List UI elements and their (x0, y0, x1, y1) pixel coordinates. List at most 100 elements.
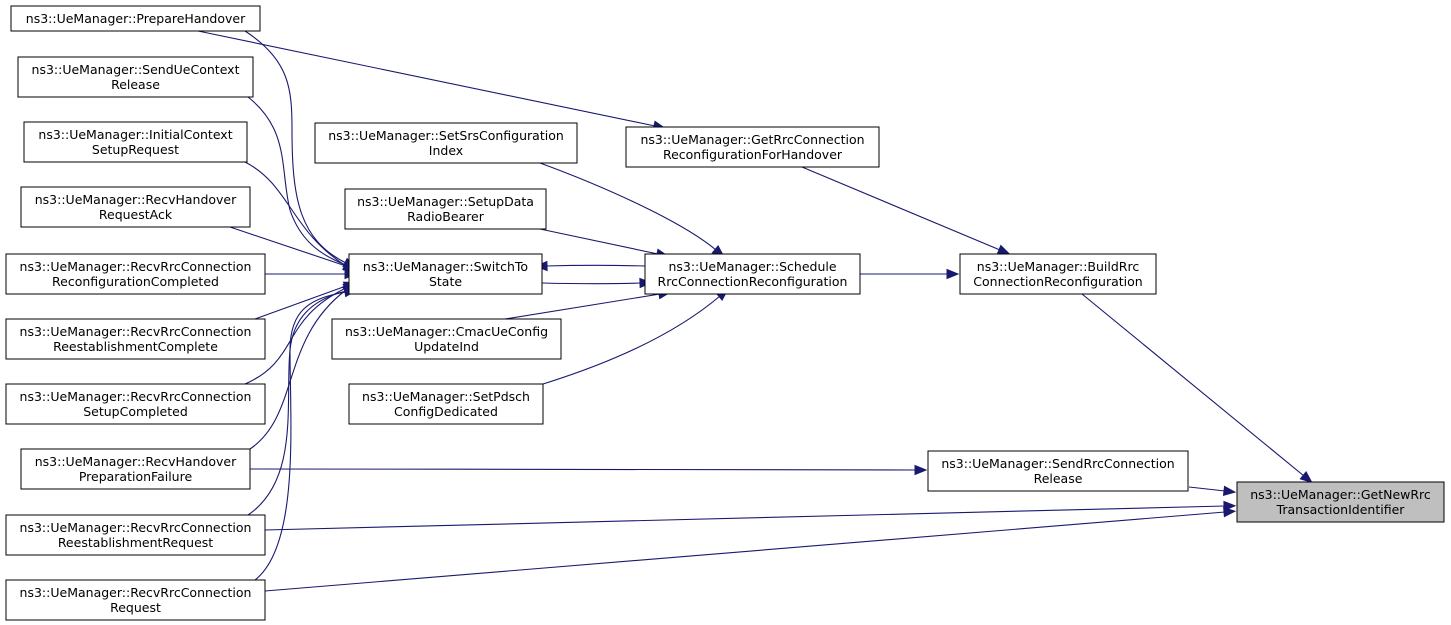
node-label-line: ns3::UeManager::RecvRrcConnection (20, 259, 252, 274)
node-box (625, 126, 880, 168)
node-recv-rrc-reest-complete[interactable]: ns3::UeManager::RecvRrcConnectionReestab… (5, 318, 266, 360)
node-label-line: Release (111, 77, 160, 92)
node-layer: ns3::UeManager::PrepareHandoverns3::UeMa… (5, 5, 1445, 621)
node-label-line: ns3::UeManager::RecvRrcConnection (20, 585, 252, 600)
node-label-line: ns3::UeManager::RecvRrcConnection (20, 520, 252, 535)
edge-set_pdsch_config_dedicated-to-schedule_rrc_reconf (542, 288, 729, 385)
node-label-line: ns3::UeManager::SetupData (357, 194, 534, 209)
node-box (959, 253, 1157, 295)
edge-line (244, 161, 347, 267)
arrowhead (914, 464, 928, 476)
node-label-line: ConfigDedicated (394, 404, 498, 419)
node-box (5, 579, 266, 621)
edge-recv_handover_prep_failure-to-send_rrc_connection_release (249, 464, 928, 476)
edge-line (541, 282, 642, 285)
node-label-line: Request (110, 600, 161, 615)
arrowhead (996, 244, 1011, 255)
node-label-line: RrcConnectionReconfiguration (658, 274, 848, 289)
edge-line (264, 505, 1226, 531)
node-label-line: ns3::UeManager::SendUeContext (32, 62, 240, 77)
node-schedule-rrc-reconf[interactable]: ns3::UeManager::ScheduleRrcConnectionRec… (644, 253, 861, 295)
node-label-line: ns3::UeManager::GetRrcConnection (640, 132, 864, 147)
node-label-line: ReestablishmentComplete (53, 339, 218, 354)
edge-recv_rrc_reconf_completed-to-switch_to_state (265, 268, 358, 280)
node-label-line: ns3::UeManager::SendRrcConnection (941, 456, 1174, 471)
edge-line (197, 30, 656, 127)
edge-line (229, 226, 347, 267)
edge-line (1081, 293, 1305, 477)
node-recv-rrc-setup-completed[interactable]: ns3::UeManager::RecvRrcConnectionSetupCo… (5, 383, 266, 425)
node-initial-context-setup-request[interactable]: ns3::UeManager::InitialContextSetupReque… (23, 121, 248, 163)
node-label-line: ns3::UeManager::RecvRrcConnection (20, 324, 252, 339)
node-get-new-rrc-transaction-id[interactable]: ns3::UeManager::GetNewRrcTransactionIden… (1236, 481, 1445, 523)
node-get-rrc-reconf-for-handover[interactable]: ns3::UeManager::GetRrcConnectionReconfig… (625, 126, 880, 168)
node-label-line: ns3::UeManager::RecvHandover (35, 192, 237, 207)
node-label-line: UpdateInd (414, 339, 479, 354)
edge-line (539, 162, 717, 251)
arrowhead (1299, 470, 1313, 484)
node-label-line: ns3::UeManager::InitialContext (38, 127, 232, 142)
node-box (20, 186, 251, 228)
node-box (348, 383, 544, 425)
node-label-line: ns3::UeManager::RecvRrcConnection (20, 389, 252, 404)
node-label-line: ns3::UeManager::BuildRrc (977, 259, 1140, 274)
node-box (344, 188, 547, 230)
node-label-line: ns3::UeManager::SwitchTo (363, 259, 528, 274)
node-label-line: RequestAck (99, 207, 173, 222)
node-label-line: TransactionIdentifier (1276, 502, 1406, 517)
node-box (331, 318, 562, 360)
edge-line (542, 295, 721, 385)
node-box (644, 253, 861, 295)
node-recv-rrc-reconf-completed[interactable]: ns3::UeManager::RecvRrcConnectionReconfi… (5, 253, 266, 295)
edge-line (254, 285, 347, 320)
edge-line (247, 290, 347, 516)
edge-schedule_rrc_reconf-to-switch_to_state (534, 260, 646, 272)
node-recv-handover-prep-failure[interactable]: ns3::UeManager::RecvHandoverPreparationF… (20, 448, 251, 490)
arrowhead (946, 268, 960, 280)
edge-line (249, 468, 917, 471)
edge-line (504, 293, 661, 320)
node-recv-rrc-reest-request[interactable]: ns3::UeManager::RecvRrcConnectionReestab… (5, 514, 266, 556)
edge-set_srs_configuration_index-to-schedule_rrc_reconf (539, 162, 725, 258)
node-label-line: RadioBearer (407, 209, 485, 224)
node-box (1236, 481, 1445, 523)
edge-get_rrc_reconf_for_handover-to-build_rrc_reconf (801, 166, 1011, 255)
node-box (5, 318, 266, 360)
node-box (23, 121, 248, 163)
node-label-line: SetupRequest (92, 142, 179, 157)
node-label-line: ReconfigurationCompleted (52, 274, 219, 289)
node-label-line: ns3::UeManager::Schedule (668, 259, 836, 274)
node-label-line: ns3::UeManager::GetNewRrc (1250, 487, 1431, 502)
node-label-line: ns3::UeManager::CmacUeConfig (345, 324, 548, 339)
edge-layer (197, 30, 1313, 592)
node-label-line: SetupCompleted (83, 404, 188, 419)
node-box (927, 450, 1189, 492)
node-box (20, 448, 251, 490)
node-label-line: ns3::UeManager::RecvHandover (35, 454, 237, 469)
node-box (17, 56, 254, 98)
node-label-line: Index (429, 143, 463, 158)
edge-line (801, 166, 1001, 251)
edge-line (249, 289, 347, 450)
edge-line (247, 96, 347, 266)
node-build-rrc-reconf[interactable]: ns3::UeManager::BuildRrcConnectionReconf… (959, 253, 1157, 295)
node-label-line: PreparationFailure (79, 469, 193, 484)
node-prepare-handover[interactable]: ns3::UeManager::PrepareHandover (10, 5, 261, 32)
node-label-line: Release (1034, 471, 1083, 486)
node-label-line: State (429, 274, 462, 289)
edge-send_rrc_connection_release-to-get_new_rrc_transaction_id (1188, 485, 1237, 497)
node-box (314, 122, 578, 164)
arrowhead (1222, 485, 1237, 497)
node-box (10, 5, 261, 32)
edge-recv_rrc_reest_request-to-get_new_rrc_transaction_id (264, 500, 1237, 531)
